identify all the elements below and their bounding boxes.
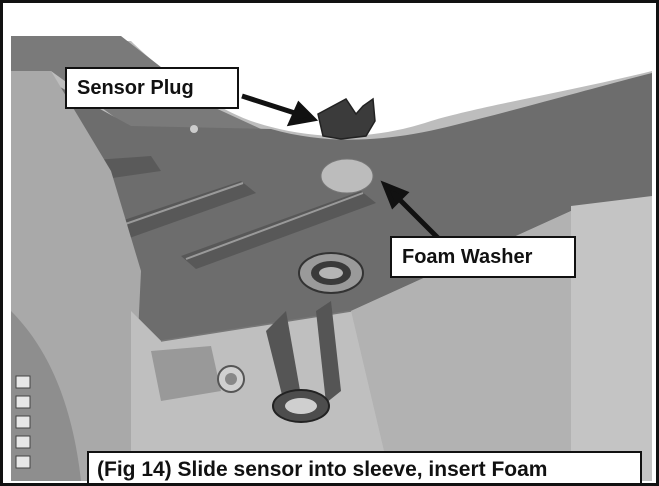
foam-washer-callout: Foam Washer [390,236,576,278]
figure-caption: (Fig 14) Slide sensor into sleeve, inser… [87,451,642,485]
sensor-plug-callout: Sensor Plug [65,67,239,109]
